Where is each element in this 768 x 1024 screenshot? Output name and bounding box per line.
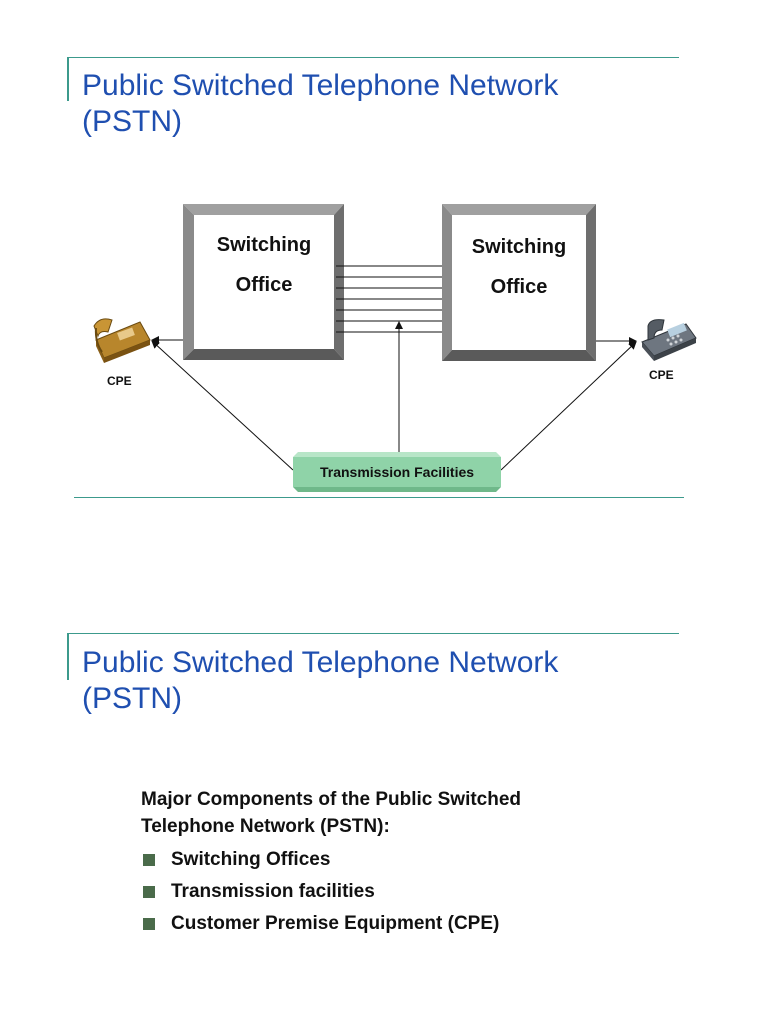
- trunk-lines: [336, 265, 442, 333]
- transmission-to-cpe-right-arrow: [500, 341, 637, 471]
- desk-phone-icon: [93, 318, 151, 363]
- label-line-2: Office: [235, 274, 293, 296]
- title-accent-bar: [67, 633, 69, 680]
- slide-diagram: Public Switched Telephone Network (PSTN): [0, 0, 768, 510]
- cpe-right-label: CPE: [649, 368, 674, 382]
- list-item-text: Switching Offices: [171, 849, 331, 870]
- components-heading: Major Components of the Public Switched …: [141, 786, 661, 840]
- title-top-rule: [67, 57, 679, 58]
- heading-line-1: Major Components of the Public Switched: [141, 789, 522, 810]
- heading-line-2: Telephone Network (PSTN):: [141, 816, 390, 837]
- transmission-facilities-label: Transmission Facilities: [319, 464, 475, 480]
- label-line-2: Office: [490, 276, 548, 298]
- pstn-diagram: [93, 204, 697, 492]
- title-line-2: (PSTN): [82, 105, 182, 138]
- slide-bottom-rule: [74, 497, 684, 498]
- transmission-facilities-box: [293, 452, 501, 492]
- office-phone-icon: [641, 319, 697, 361]
- square-bullet-icon: [143, 886, 155, 898]
- title-top-rule: [67, 633, 679, 634]
- title-line-1: Public Switched Telephone Network: [82, 646, 559, 679]
- switching-office-left-label: Switching Office: [194, 225, 334, 305]
- switching-office-right: [442, 204, 596, 361]
- list-item-text: Customer Premise Equipment (CPE): [171, 913, 500, 934]
- title-accent-bar: [67, 57, 69, 101]
- components-section: Major Components of the Public Switched …: [141, 786, 661, 940]
- list-item: Transmission facilities: [141, 876, 661, 908]
- page-title: Public Switched Telephone Network (PSTN): [82, 68, 558, 140]
- title-line-2: (PSTN): [82, 682, 182, 715]
- components-list: Switching Offices Transmission facilitie…: [141, 844, 661, 940]
- list-item: Customer Premise Equipment (CPE): [141, 908, 661, 940]
- square-bullet-icon: [143, 918, 155, 930]
- transmission-to-cpe-left-arrow: [151, 340, 294, 471]
- label-line-1: Switching: [216, 234, 312, 256]
- list-item-text: Transmission facilities: [171, 881, 375, 902]
- cpe-left-label: CPE: [107, 374, 132, 388]
- title-line-1: Public Switched Telephone Network: [82, 69, 559, 102]
- page-title: Public Switched Telephone Network (PSTN): [82, 645, 558, 717]
- list-item: Switching Offices: [141, 844, 661, 876]
- switching-office-right-label: Switching Office: [452, 227, 586, 307]
- slide-components: Public Switched Telephone Network (PSTN)…: [0, 560, 768, 1000]
- label-line-1: Switching: [471, 236, 567, 258]
- square-bullet-icon: [143, 854, 155, 866]
